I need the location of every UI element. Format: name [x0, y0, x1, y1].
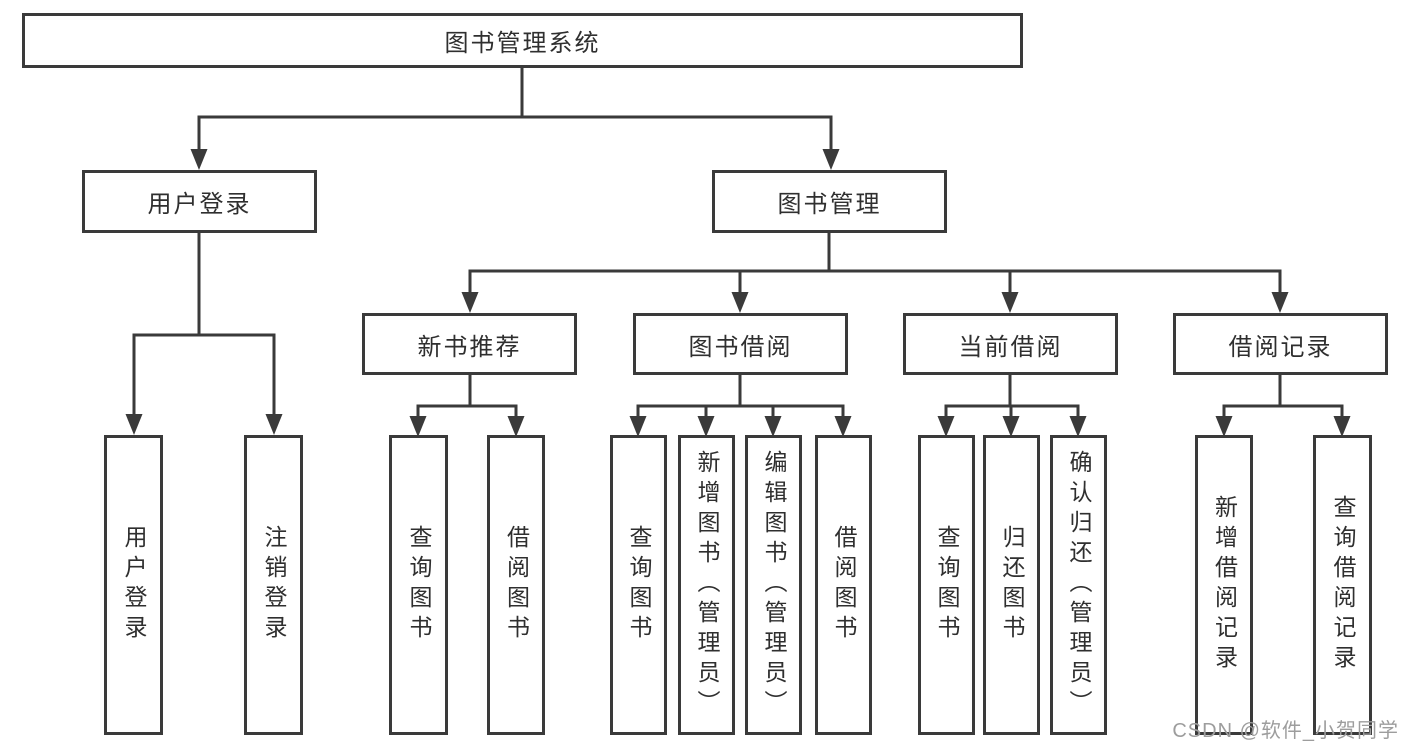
- leaf-logout: 注销登录: [244, 435, 303, 735]
- leaf-records-query-record: 查询借阅记录: [1313, 435, 1372, 735]
- leaf-current-return-books: 归还图书: [983, 435, 1040, 735]
- leaf-borrowing-query-books: 查询图书: [610, 435, 667, 735]
- leaf-borrowing-add-book-admin: 新增图书（管理员）: [678, 435, 735, 735]
- node-root: 图书管理系统: [22, 13, 1023, 68]
- leaf-borrowing-edit-book-admin: 编辑图书（管理员）: [745, 435, 802, 735]
- leaf-current-query-books: 查询图书: [918, 435, 975, 735]
- csdn-watermark: CSDN @软件_小贺同学: [1172, 720, 1399, 742]
- node-current-borrowing: 当前借阅: [903, 313, 1118, 375]
- leaf-recommend-borrow-books: 借阅图书: [487, 435, 545, 735]
- node-user-login: 用户登录: [82, 170, 317, 233]
- leaf-records-add-record: 新增借阅记录: [1195, 435, 1253, 735]
- leaf-recommend-query-books: 查询图书: [389, 435, 448, 735]
- leaf-borrowing-borrow-books: 借阅图书: [815, 435, 872, 735]
- node-book-management: 图书管理: [712, 170, 947, 233]
- node-borrowing-records: 借阅记录: [1173, 313, 1388, 375]
- node-new-book-recommendation: 新书推荐: [362, 313, 577, 375]
- leaf-user-login: 用户登录: [104, 435, 163, 735]
- leaf-current-confirm-return-admin: 确认归还（管理员）: [1050, 435, 1107, 735]
- node-book-borrowing: 图书借阅: [633, 313, 848, 375]
- arrowheads: [125, 149, 1351, 437]
